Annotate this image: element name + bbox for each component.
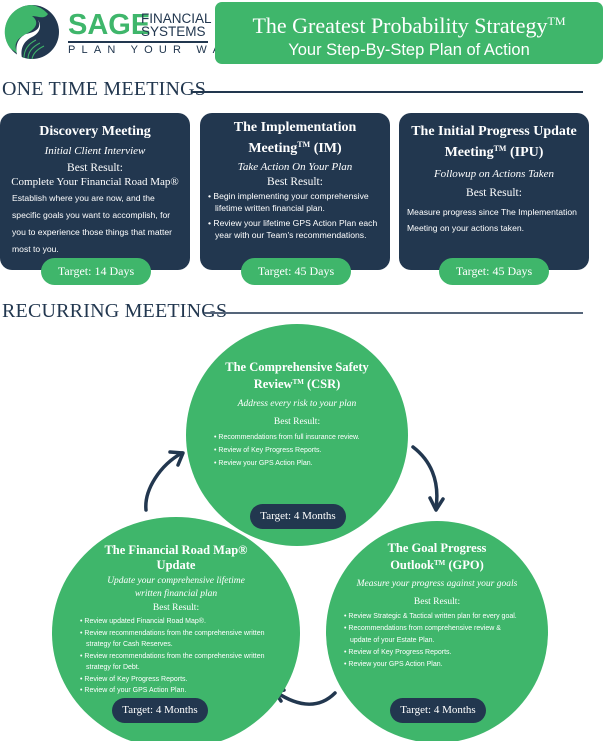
node-best-label: Best Result:	[273, 417, 321, 427]
card-best-line: Complete Your Financial Road Map®	[11, 176, 179, 188]
target-badge: Target: 4 Months	[390, 698, 486, 723]
hero-title-text: The Greatest Probability Strategy	[252, 13, 548, 38]
card-best-label: Best Result:	[466, 187, 522, 199]
section-divider	[204, 312, 583, 314]
cycle-node-road-map-update: The Financial Road Map® Update Update yo…	[52, 517, 300, 741]
card-body: Establish where you are now, and the spe…	[12, 193, 173, 254]
card-body: Measure progress since The Implementatio…	[407, 207, 577, 233]
card-title-line2: MeetingTM (IPU)	[399, 140, 589, 161]
card-title-acronym: (IPU)	[506, 145, 544, 160]
node-bullet: • Review your GPS Action Plan.	[344, 661, 443, 668]
node-subtitle: Update your comprehensive lifetime writt…	[52, 575, 300, 601]
logo-brand: SAGE	[68, 9, 151, 41]
node-title-line2: Update	[156, 558, 196, 572]
card-subtitle: Followup on Actions Taken	[433, 168, 555, 180]
node-bullet: • Review of Key Progress Reports.	[214, 447, 322, 454]
node-title-line1: The Goal Progress	[387, 541, 487, 555]
card-title: The Initial Progress Update MeetingTM (I…	[399, 123, 589, 161]
node-bullet: • Review updated Financial Road Map®.	[80, 618, 206, 625]
section-heading-one-time: ONE TIME MEETINGS	[2, 78, 207, 100]
node-title-word: Review	[253, 377, 293, 391]
section-divider	[192, 91, 583, 93]
logo: SAGE FINANCIAL SYSTEMS PLAN YOUR WAY	[4, 4, 233, 60]
node-title: The Goal Progress OutlookTM (GPO)	[326, 541, 548, 573]
road-logo-icon	[4, 4, 59, 60]
node-bullet: • Review of your GPS Action Plan.	[80, 687, 187, 694]
card-bullet: • Begin implementing your comprehensive …	[208, 191, 369, 213]
node-best-label: Best Result:	[413, 597, 461, 607]
node-subtitle-line2: written financial plan	[134, 589, 218, 599]
logo-brand-line2: SYSTEMS	[141, 24, 206, 39]
node-bullet: • Review your GPS Action Plan.	[214, 460, 313, 467]
node-title-acronym: (CSR)	[303, 377, 341, 391]
node-bullet: • Review Strategic & Tactical written pl…	[344, 613, 517, 620]
card-title-word: Meeting	[444, 145, 494, 160]
meeting-card-discovery: Discovery Meeting Initial Client Intervi…	[0, 113, 190, 270]
node-bullet: • Review of Key Progress Reports.	[80, 675, 188, 683]
target-badge: Target: 45 Days	[439, 258, 549, 285]
node-bullet: • Review recommendations from the compre…	[80, 652, 265, 672]
card-best-label: Best Result:	[67, 162, 123, 174]
arrow-up-right-icon	[144, 450, 185, 512]
node-title-acronym: (GPO)	[445, 558, 484, 572]
node-title-line1: The Comprehensive Safety	[225, 360, 369, 374]
logo-brand-sub: FINANCIAL SYSTEMS	[141, 11, 212, 39]
node-bullet: • Recommendations from comprehensive rev…	[344, 625, 501, 644]
node-best-label: Best Result:	[152, 603, 200, 613]
node-subtitle: Address every risk to your plan	[237, 399, 357, 409]
node-bullet: • Recommendations from full insurance re…	[214, 434, 360, 441]
logo-tagline: PLAN YOUR WAY	[68, 44, 239, 56]
node-title-line2: OutlookTM (GPO)	[326, 556, 548, 573]
node-bullets: • Review updated Financial Road Map®. • …	[80, 616, 266, 697]
card-subtitle: Initial Client Interview	[44, 145, 146, 157]
node-title: The Financial Road Map® Update	[52, 543, 300, 573]
card-title-line1: The Implementation	[233, 120, 357, 135]
hero-subtitle: Your Step-By-Step Plan of Action	[288, 41, 530, 59]
card-title: Discovery Meeting	[39, 124, 151, 139]
card-subtitle: Take Action On Your Plan	[237, 161, 353, 173]
target-badge: Target: 4 Months	[112, 698, 208, 723]
node-title: The Comprehensive Safety ReviewTM (CSR)	[186, 360, 408, 392]
trademark-mark: TM	[297, 140, 311, 149]
trademark-mark: TM	[433, 559, 446, 567]
logo-brand-line1: FINANCIAL	[141, 11, 212, 26]
node-subtitle: Measure your progress against your goals	[356, 579, 518, 589]
arrow-left-icon	[273, 688, 337, 706]
card-title-line1: The Initial Progress Update	[411, 124, 577, 139]
trademark-mark: TM	[547, 14, 566, 28]
logo-divider	[68, 41, 208, 43]
node-bullet: • Review of Key Progress Reports.	[344, 649, 452, 656]
card-title-line2: MeetingTM (IM)	[200, 136, 390, 157]
section-heading-recurring: RECURRING MEETINGS	[2, 300, 228, 322]
hero-banner: The Greatest Probability StrategyTM Your…	[215, 2, 603, 64]
card-title-acronym: (IM)	[310, 141, 342, 156]
card-bullet: • Review your lifetime GPS Action Plan e…	[208, 218, 378, 240]
node-bullet: • Review recommendations from the compre…	[80, 629, 265, 649]
trademark-mark: TM	[493, 144, 507, 153]
hero-title: The Greatest Probability StrategyTM	[215, 8, 603, 39]
node-bullets: • Review Strategic & Tactical written pl…	[344, 611, 542, 671]
arrow-down-icon	[411, 445, 445, 512]
node-title-word: Outlook	[390, 558, 434, 572]
meeting-card-implementation: The Implementation MeetingTM (IM) Take A…	[200, 113, 390, 270]
node-title-line1: The Financial Road Map®	[104, 543, 248, 557]
trademark-mark: TM	[292, 378, 304, 386]
target-badge: Target: 4 Months	[250, 504, 346, 529]
target-badge: Target: 14 Days	[41, 258, 151, 285]
card-title: The Implementation MeetingTM (IM)	[200, 119, 390, 157]
card-bullets: • Begin implementing your comprehensive …	[200, 190, 390, 241]
card-title-word: Meeting	[248, 141, 298, 156]
target-badge: Target: 45 Days	[241, 258, 351, 285]
node-title-line2: ReviewTM (CSR)	[186, 375, 408, 392]
node-bullets: • Recommendations from full insurance re…	[214, 431, 408, 470]
node-subtitle-line1: Update your comprehensive lifetime	[107, 576, 245, 586]
card-best-label: Best Result:	[267, 176, 323, 188]
meeting-card-initial-progress: The Initial Progress Update MeetingTM (I…	[399, 113, 589, 270]
